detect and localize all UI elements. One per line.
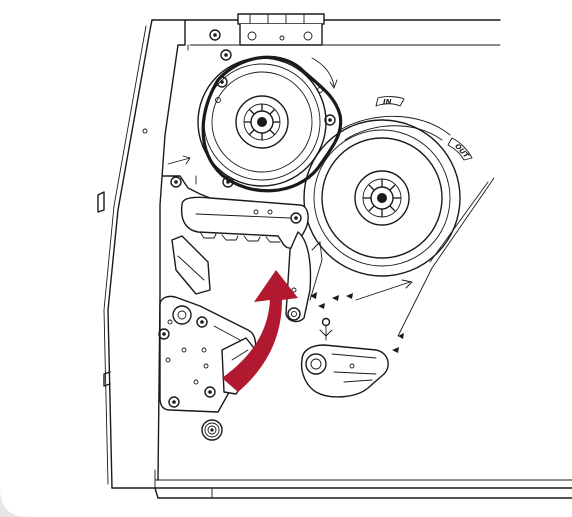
- pressure-lever: [285, 231, 323, 323]
- platen-assembly: [158, 235, 263, 413]
- label-in: IN: [383, 98, 392, 106]
- printer-housing: [97, 19, 572, 499]
- ribbon-path-arrows: [310, 279, 413, 353]
- ribbon-rewind-spindle-icon: [303, 115, 495, 337]
- rotation-arrow-icon: [222, 270, 298, 392]
- page-corner-shade: [0, 488, 28, 517]
- direction-labels: IN OUT: [375, 96, 473, 161]
- label-out: OUT: [453, 142, 471, 160]
- print-head-assembly: [161, 155, 309, 249]
- ribbon-supply-spindle-icon: [197, 55, 343, 193]
- knob-icon: [201, 419, 223, 441]
- top-hinge-bracket: [237, 13, 325, 46]
- media-sensor-guide: [300, 317, 389, 398]
- screw-icon: [209, 29, 232, 61]
